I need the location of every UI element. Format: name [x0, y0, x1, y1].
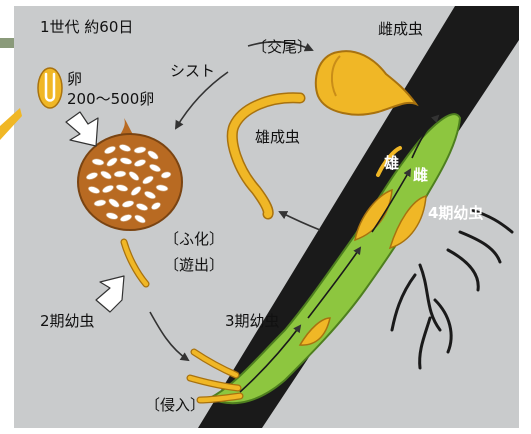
root-female-label: 雌 [413, 168, 428, 183]
root-male-label: 雄 [384, 156, 399, 171]
third-instar-label: 3期幼虫 [225, 314, 280, 329]
female-adult-label: 雌成虫 [378, 22, 423, 37]
female-adult-nematode [316, 51, 416, 114]
emergence-label: 〔遊出〕 [164, 258, 224, 273]
mating-label: 〔交尾〕 [252, 40, 312, 55]
egg-label: 卵 [67, 72, 82, 87]
egg-count-label: 200〜500卵 [67, 92, 154, 107]
fourth-instar-label: 4期幼虫 [428, 206, 483, 221]
left-edge-tab [0, 38, 14, 48]
juvenile-emergence-arrow-icon [96, 276, 124, 312]
cyst-label: シスト [170, 64, 215, 79]
egg-icon [38, 68, 62, 108]
egg-to-cyst-arrow-icon [66, 112, 98, 146]
invasion-label: 〔侵入〕 [145, 398, 205, 413]
male-adult-label: 雄成虫 [255, 130, 300, 145]
generation-period-label: 1世代 約60日 [40, 20, 133, 35]
hatching-label: 〔ふ化〕 [164, 232, 224, 247]
left-edge-arrow-icon [0, 108, 22, 140]
second-instar-label: 2期幼虫 [40, 314, 95, 329]
